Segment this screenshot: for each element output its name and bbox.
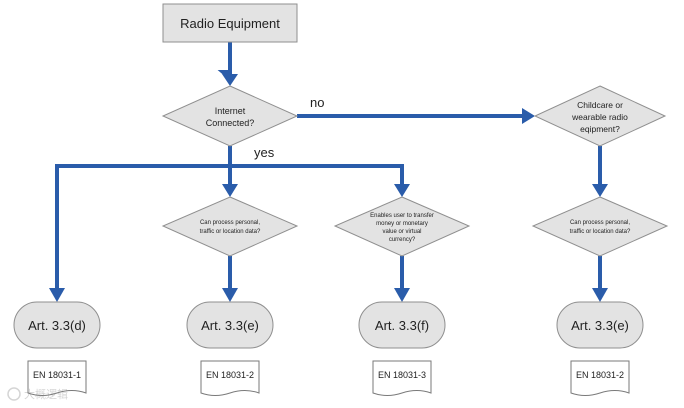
arrowhead-internet (222, 74, 238, 86)
document-en-18031-3: EN 18031-3 (372, 360, 432, 396)
decision-process-right-line-1: Can process personal, (570, 220, 630, 226)
arrowhead-process-left (222, 184, 238, 197)
decision-process-left-line-1: Can process personal, (200, 220, 260, 226)
edge-label-no: no (310, 95, 324, 110)
decision-internet-connected: Internet Connected? (161, 85, 299, 147)
decision-process-data-right: Can process personal, traffic or locatio… (531, 196, 669, 257)
decision-money-transfer: Enables user to transfer money or moneta… (333, 196, 471, 257)
terminal-art-3-3-e-right: Art. 3.3(e) (556, 301, 644, 349)
decision-process-left-line-2: traffic or location data? (200, 229, 261, 235)
watermark-logo-icon (7, 387, 21, 401)
document-en-18031-2-left: EN 18031-2 (200, 360, 260, 396)
arrowhead-art-e2 (592, 288, 608, 302)
arrowhead-art-e1 (222, 288, 238, 302)
watermark-text: 大概逻辑 (24, 387, 68, 401)
terminal-art-3-3-d: Art. 3.3(d) (13, 301, 101, 349)
document-en-18031-2-right: EN 18031-2 (570, 360, 630, 396)
arrowhead-money (394, 184, 410, 197)
decision-process-data-left: Can process personal, traffic or locatio… (161, 196, 299, 257)
document-en-18031-1-label: EN 18031-1 (33, 370, 81, 380)
node-radio-equipment: Radio Equipment (162, 3, 298, 43)
decision-process-right-line-2: traffic or location data? (570, 229, 631, 235)
document-en-18031-1: EN 18031-1 (27, 360, 87, 396)
document-en-18031-2-left-label: EN 18031-2 (206, 370, 254, 380)
document-en-18031-2-right-label: EN 18031-2 (576, 370, 624, 380)
node-radio-equipment-label: Radio Equipment (180, 16, 280, 31)
decision-childcare-line-2: wearable radio (571, 112, 628, 122)
decision-childcare: Childcare or wearable radio eqipment? (533, 85, 667, 147)
decision-childcare-line-1: Childcare or (577, 100, 623, 110)
decision-childcare-line-3: eqipment? (580, 124, 620, 134)
edge-label-yes: yes (254, 145, 275, 160)
terminal-art-f-label: Art. 3.3(f) (375, 318, 429, 333)
terminal-art-e1-label: Art. 3.3(e) (201, 318, 259, 333)
terminal-art-3-3-f: Art. 3.3(f) (358, 301, 446, 349)
decision-internet-line-2: Connected? (206, 118, 255, 128)
arrowhead-process-right (592, 184, 608, 197)
edges (49, 42, 608, 302)
decision-money-line-2: money or monetary (376, 221, 428, 227)
document-en-18031-3-label: EN 18031-3 (378, 370, 426, 380)
arrowhead-art-f (394, 288, 410, 302)
decision-internet-line-1: Internet (215, 106, 246, 116)
watermark: 大概逻辑 (7, 387, 68, 401)
terminal-art-e2-label: Art. 3.3(e) (571, 318, 629, 333)
terminal-art-3-3-e-left: Art. 3.3(e) (186, 301, 274, 349)
terminal-art-d-label: Art. 3.3(d) (28, 318, 86, 333)
decision-money-line-4: currency? (389, 237, 416, 243)
decision-money-line-3: value or virtual (382, 229, 421, 235)
arrowhead-childcare (522, 108, 535, 124)
arrowhead-art-d (49, 288, 65, 302)
decision-money-line-1: Enables user to transfer (370, 213, 434, 219)
